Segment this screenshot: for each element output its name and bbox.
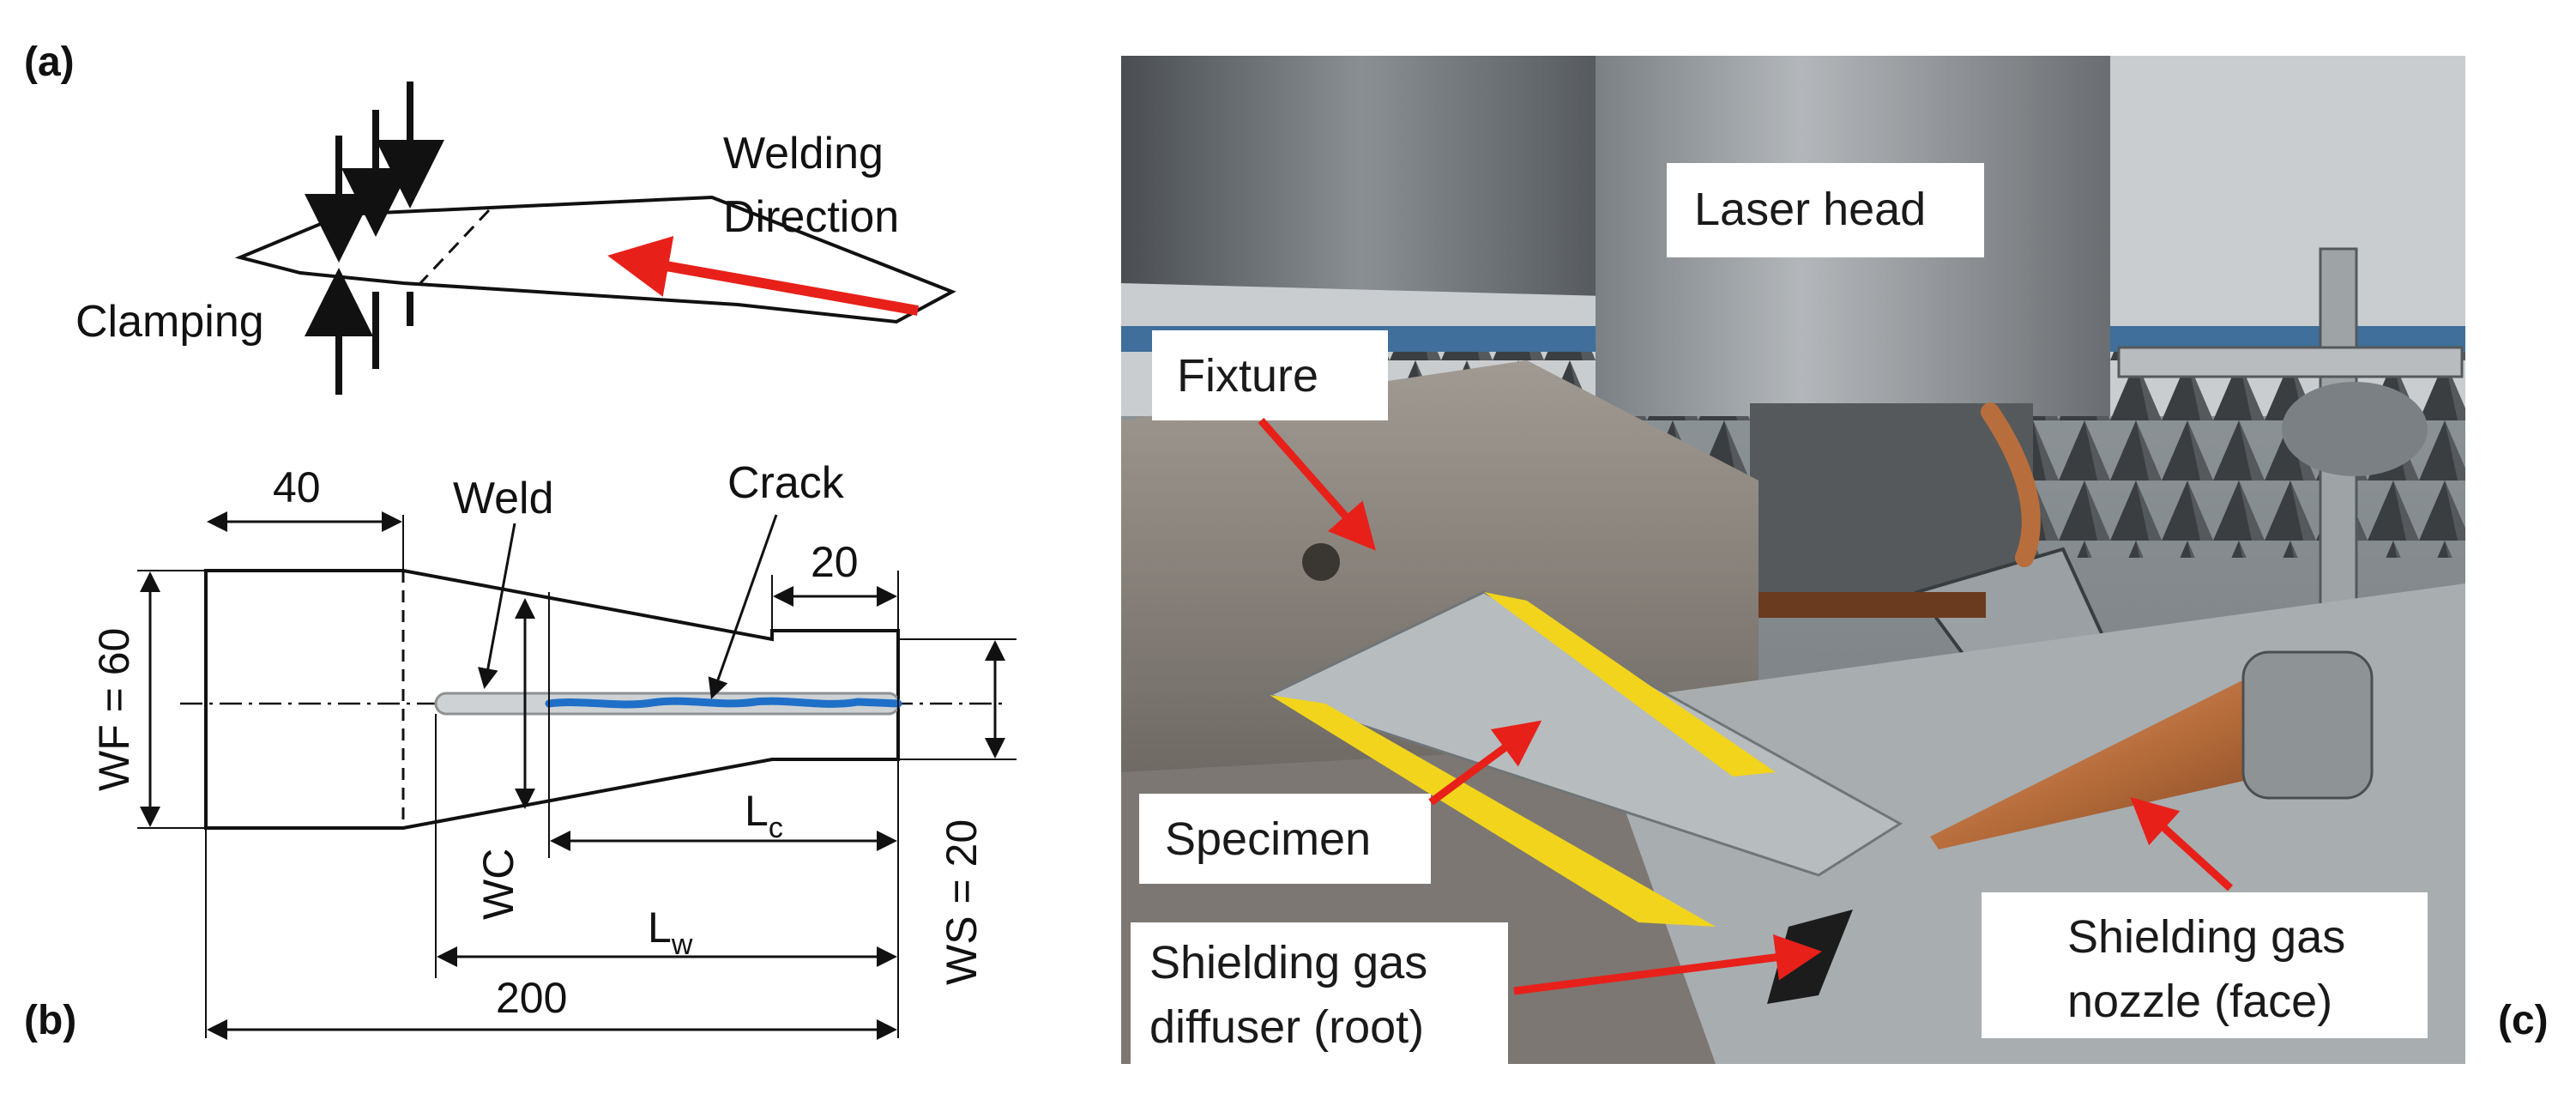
specimen-label: Specimen xyxy=(1165,813,1371,865)
welding-direction-label-2: Direction xyxy=(723,192,899,242)
spindle-cylinder xyxy=(1121,56,1604,296)
welding-direction-arrow xyxy=(607,236,920,316)
copper-nozzle xyxy=(1930,678,2293,849)
ws-label: WS = 20 xyxy=(938,819,986,985)
schematic-a: Welding Direction Clamping xyxy=(75,82,956,395)
panel-label-c: (c) xyxy=(2498,998,2549,1043)
yellow-tape-back xyxy=(1484,592,1776,777)
laser-head-label-box xyxy=(1667,163,1984,257)
photo-c: Laser head Fixture Specimen Shielding ga… xyxy=(1121,56,2465,1064)
nozzle-label-1: Shielding gas xyxy=(2067,911,2345,963)
yellow-tape-front xyxy=(1270,695,1716,927)
dim-200-label: 200 xyxy=(496,974,567,1022)
weld-leader-arrow xyxy=(478,523,516,689)
weld-start-dashed-line xyxy=(419,209,491,285)
copper-pipe xyxy=(1981,402,2041,567)
specimen-label-box xyxy=(1139,794,1431,884)
fixture-bolt-hole xyxy=(1302,543,1340,581)
knob-clamp xyxy=(2282,382,2428,476)
nozzle-holder xyxy=(2241,650,2374,800)
wf-label: WF = 60 xyxy=(90,628,138,791)
laser-head-label: Laser head xyxy=(1694,184,1926,235)
panel-label-b: (b) xyxy=(24,998,76,1043)
fixture-label-box xyxy=(1152,330,1388,420)
lc-label: Lc xyxy=(745,787,783,844)
dim-40-label: 40 xyxy=(273,463,321,511)
diffuser-label-1: Shielding gas xyxy=(1149,937,1427,988)
nozzle-label-2: nozzle (face) xyxy=(2067,976,2332,1027)
diffuser-pointer-arrow xyxy=(1513,934,1822,995)
schematic-b: 40 Weld Crack 20 WF = 60 WC Lc Lw 200 WS… xyxy=(90,458,1017,1040)
dim-20-label: 20 xyxy=(811,538,859,586)
lw-label: Lw xyxy=(648,904,693,961)
head-copper-plate xyxy=(1746,592,1986,618)
crack-label: Crack xyxy=(727,458,845,508)
nozzle-label-box xyxy=(1982,892,2428,1038)
weld-label: Weld xyxy=(453,474,554,523)
specimen-pointer-arrow xyxy=(1428,720,1542,806)
diffuser-label-2: diffuser (root) xyxy=(1149,1001,1424,1053)
nozzle-pointer-arrow xyxy=(2130,796,2234,892)
crack-line xyxy=(545,697,902,709)
crack-leader-arrow xyxy=(708,514,778,699)
wc-label: WC xyxy=(474,849,522,920)
fixture-pointer-arrow xyxy=(1258,418,1376,551)
diffuser-label-box xyxy=(1131,922,1508,1064)
fixture-label: Fixture xyxy=(1177,350,1318,402)
specimen-plate xyxy=(1265,590,1903,877)
panel-label-a: (a) xyxy=(24,39,75,85)
welding-direction-label-1: Welding xyxy=(723,129,884,178)
torch-cross-rod xyxy=(2117,346,2464,378)
clamping-label: Clamping xyxy=(75,297,264,347)
